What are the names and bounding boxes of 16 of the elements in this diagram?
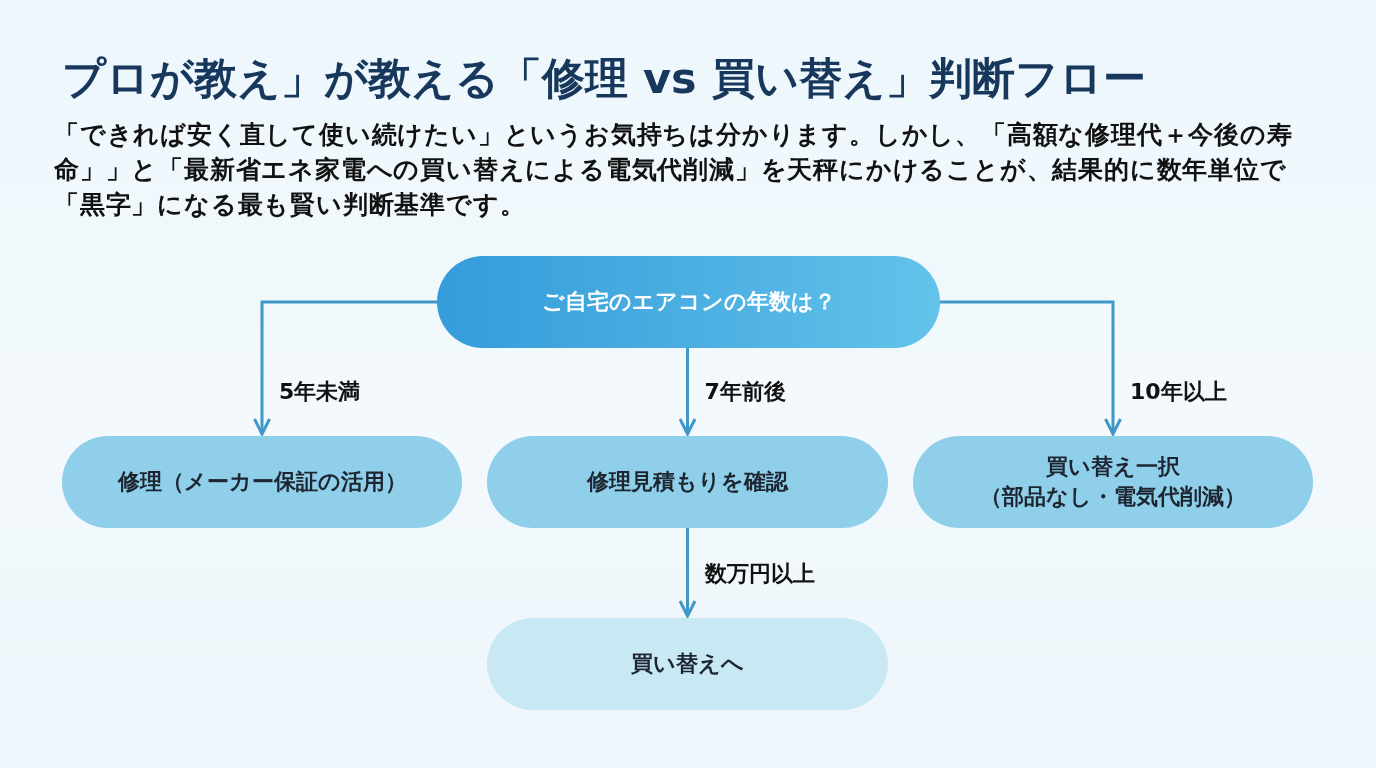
intro-paragraph: 「できれば安く直して使い続けたい」というお気持ちは分かります。しかし、「高額な修理代＋今後の寿命」」と「最新省エネ家電への買い替えによる電気代削減」を天秤にかけることが、結果的に数年単位で「黒字」になる最も賢い判断基準です。: [54, 119, 1294, 221]
node-label: 修理見積もりを確認: [587, 468, 788, 496]
arrow: [678, 528, 697, 618]
edge-label: 10年以上: [1130, 378, 1227, 406]
arrow: [678, 348, 697, 436]
node-label: ご自宅のエアコンの年数は？: [541, 288, 836, 316]
node-label: 買い替えへ: [631, 650, 744, 678]
node-label: 買い替え一択: [1046, 453, 1180, 481]
node-label: （部品なし・電気代削減）: [980, 483, 1246, 511]
edge-label: 7年前後: [704, 378, 786, 406]
arrow: [253, 300, 437, 436]
node-label: 修理（メーカー保証の活用）: [117, 468, 407, 496]
edge-label: 5年未満: [279, 378, 361, 406]
title: プロが教え」が教える「修理 vs 買い替え」判断フロー: [62, 52, 1146, 105]
arrow: [940, 300, 1122, 436]
edge-label: 数万円以上: [704, 560, 815, 588]
